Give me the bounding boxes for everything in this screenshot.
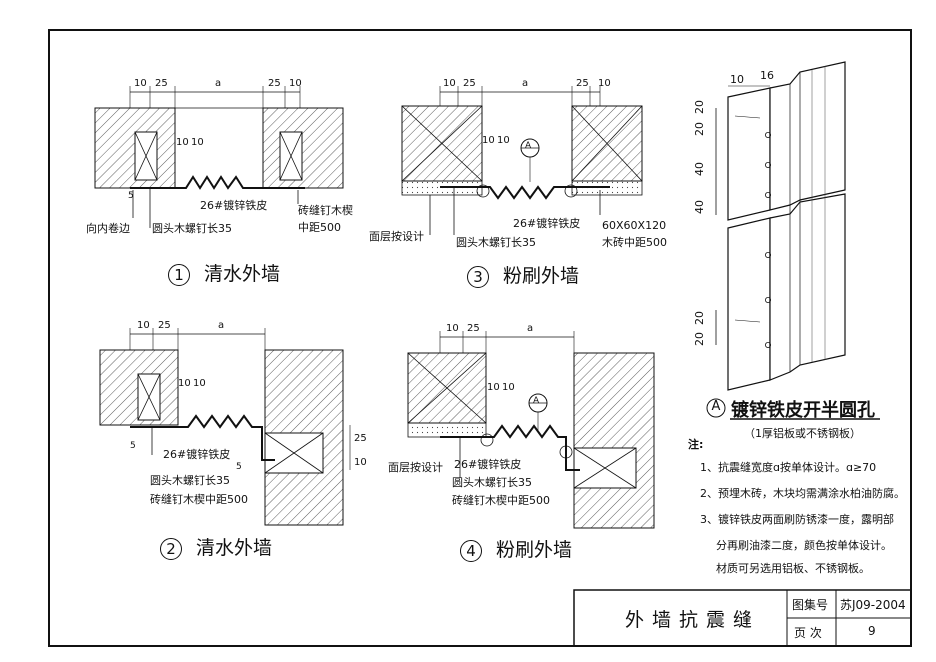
- view-3-block-size-label: 60X60X120: [602, 219, 667, 232]
- detail-a-sheet-lower: [727, 217, 771, 391]
- view-1-dim-25-left: 25: [155, 78, 168, 89]
- detail-a-dim-20c: 20: [693, 311, 706, 325]
- note-item: 3、镀锌铁皮两面刷防锈漆一度，露明部: [700, 513, 894, 526]
- view-4-screw-label: 圆头木螺钉长35: [452, 476, 532, 489]
- view-1-block-cross: [134, 131, 158, 181]
- view-3-dim-10-left: 10: [443, 78, 456, 89]
- view-1-wall-right: [262, 107, 344, 189]
- view-1-sheet-label: 26#镀锌铁皮: [200, 199, 268, 212]
- view-1-dim-10a: 10: [176, 137, 189, 148]
- view-2-dim-10-vertical: 10: [354, 457, 367, 468]
- view-3-dim-10a: 10: [482, 135, 495, 146]
- view-1-galvanized-sheet: [130, 175, 305, 190]
- title-block: [573, 589, 912, 647]
- view-4-drawing: [407, 331, 655, 529]
- view-1-dim-10-left: 10: [134, 78, 147, 89]
- view-4-dim-10a: 10: [487, 382, 500, 393]
- note-item: 材质可另选用铝板、不锈钢板。: [716, 562, 870, 575]
- view-4-dim-10: 10: [446, 323, 459, 334]
- view-2-dim-25: 25: [158, 320, 171, 331]
- view-3-detail-a-letter: A: [525, 141, 532, 151]
- view-2-dim-5: 5: [130, 441, 136, 451]
- detail-a-dim-20a: 20: [693, 100, 706, 114]
- view-1-screw-label: 圆头木螺钉长35: [152, 222, 232, 235]
- view-3-dim-25-left: 25: [463, 78, 476, 89]
- view-4-finish-layer-label: 面层按设计: [388, 461, 443, 474]
- view-1-dim-10b: 10: [191, 137, 204, 148]
- view-1-title: 1 清水外墙: [168, 259, 280, 286]
- view-2-wedge-label: 砖缝钉木楔中距500: [150, 493, 248, 506]
- view-1-dim-a: a: [215, 78, 222, 89]
- view-4-plaster-left: [407, 422, 487, 438]
- view-4-wall-right: [573, 352, 655, 529]
- title-block-page-label: 页 次: [794, 626, 822, 640]
- detail-a-dim-40b: 40: [693, 200, 706, 214]
- view-2-dim-10: 10: [137, 320, 150, 331]
- view-3-galvanized-sheet: [440, 185, 610, 200]
- view-3-finish-layer-label: 面层按设计: [369, 230, 424, 243]
- view-3-dim-a: a: [522, 78, 529, 89]
- view-4-title: 4 粉刷外墙: [460, 535, 572, 562]
- view-2-dim-5b: 5: [236, 462, 242, 472]
- detail-a-sheet-lower-fold: [769, 193, 846, 381]
- view-4-wedge-label: 砖缝钉木楔中距500: [452, 494, 550, 507]
- view-2-drawing: [99, 328, 351, 526]
- view-1-dim-5: 5: [128, 191, 134, 201]
- view-3-sheet-label: 26#镀锌铁皮: [513, 217, 581, 230]
- view-2-title: 2 清水外墙: [160, 533, 272, 560]
- detail-a-sheet-upper-fold: [769, 61, 846, 211]
- view-3-hole-right: [564, 184, 578, 198]
- title-block-page-value: 9: [868, 624, 876, 638]
- note-item: 分再刷油漆二度，颜色按单体设计。: [716, 539, 892, 552]
- view-3-dim-25-right: 25: [576, 78, 589, 89]
- detail-a-title: 镀锌铁皮开半圆孔: [731, 400, 875, 421]
- view-4-sheet-label: 26#镀锌铁皮: [454, 458, 522, 471]
- sheet-border: [48, 29, 912, 647]
- detail-a-dim-20d: 20: [693, 332, 706, 346]
- view-3-title: 3 粉刷外墙: [467, 261, 579, 288]
- note-item: 2、预埋木砖，木块均需满涂水柏油防腐。: [700, 487, 905, 500]
- view-3-dim-10b: 10: [497, 135, 510, 146]
- view-4-detail-a-letter: A: [533, 396, 540, 406]
- view-3-drawing: [401, 86, 643, 235]
- note-item: 1、抗震缝宽度ɑ按单体设计。ɑ≥70: [700, 461, 877, 474]
- detail-a-dim-40a: 40: [693, 162, 706, 176]
- detail-a-letter: A: [711, 399, 721, 414]
- view-1-spacing-label: 中距500: [298, 221, 341, 234]
- view-1-dim-25-right: 25: [268, 78, 281, 89]
- view-2-galvanized-sheet: [130, 414, 275, 461]
- view-2-dim-25-vertical: 25: [354, 433, 367, 444]
- view-1-block-cross: [279, 131, 303, 181]
- detail-a-dim-16: 16: [760, 69, 774, 82]
- detail-a-subtitle: （1厚铝板或不锈钢板）: [744, 427, 861, 440]
- view-4-dim-25: 25: [467, 323, 480, 334]
- view-3-hole-left: [476, 184, 490, 198]
- view-3-block-spacing-label: 木砖中距500: [602, 236, 667, 249]
- view-1-inward-fold-label: 向内卷边: [86, 222, 130, 235]
- detail-a-letter-circle: [706, 398, 726, 418]
- view-2-dim-10a: 10: [178, 378, 191, 389]
- view-2-dim-10b: 10: [193, 378, 206, 389]
- detail-a-dim-20b: 20: [693, 122, 706, 136]
- view-4-galvanized-sheet: [440, 424, 580, 471]
- view-4-dim-10b: 10: [502, 382, 515, 393]
- detail-a-sheet-upper: [727, 87, 771, 221]
- view-1-wedge-label: 砖缝钉木楔: [298, 204, 353, 217]
- title-block-atlas-value: 苏J09-2004: [840, 598, 906, 612]
- view-2-screw-label: 圆头木螺钉长35: [150, 474, 230, 487]
- view-4-dim-a: a: [527, 323, 534, 334]
- view-1-dim-10-right: 10: [289, 78, 302, 89]
- detail-a-dim-10: 10: [730, 73, 744, 86]
- view-2-sheet-label: 26#镀锌铁皮: [163, 448, 231, 461]
- view-1-drawing: [94, 86, 344, 228]
- view-3-screw-label: 圆头木螺钉长35: [456, 236, 536, 249]
- notes-heading: 注:: [688, 438, 704, 451]
- view-2-dim-a: a: [218, 320, 225, 331]
- title-block-atlas-label: 图集号: [792, 598, 829, 612]
- title-block-title: 外墙抗震缝: [625, 609, 761, 631]
- view-3-dim-10-right: 10: [598, 78, 611, 89]
- detail-a-drawing: [706, 61, 880, 420]
